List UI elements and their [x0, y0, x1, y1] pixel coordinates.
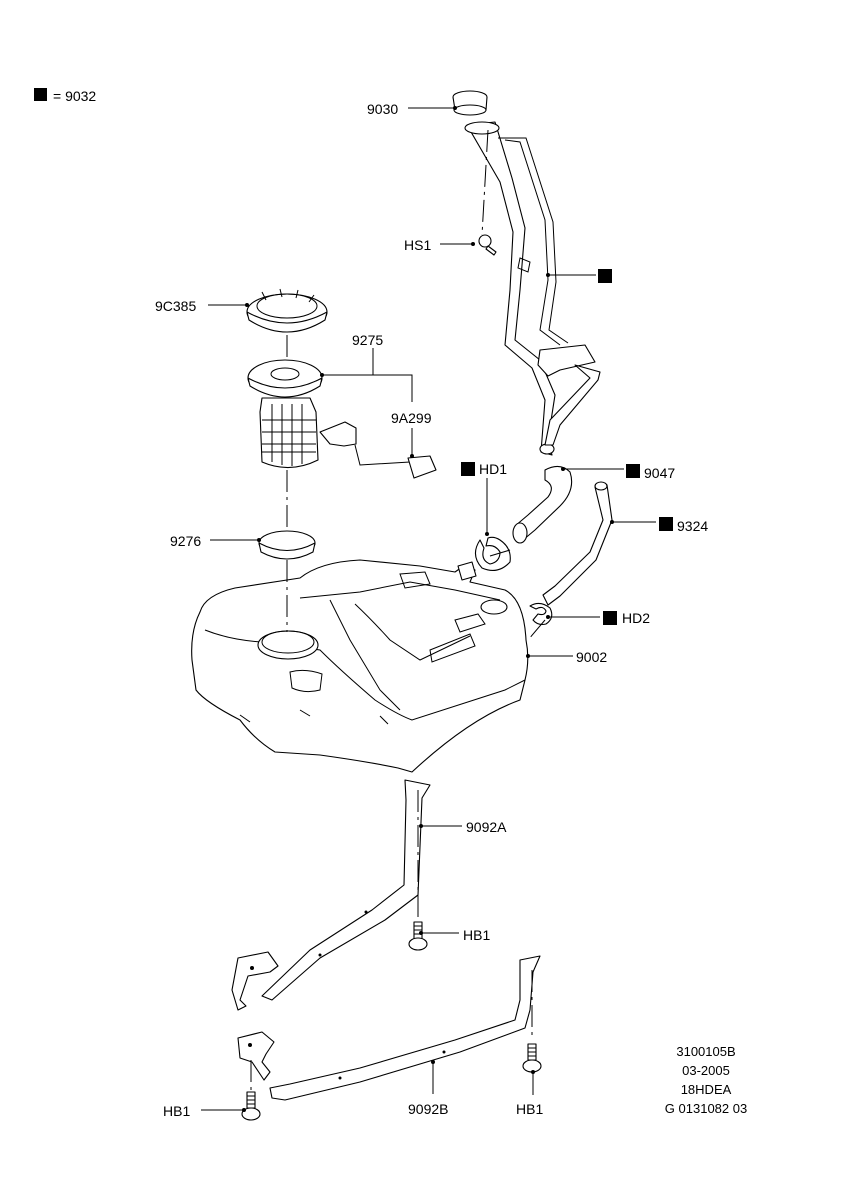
- drawing-reference: 3100105B 03-2005 18HDEA G 0131082 03: [665, 1044, 747, 1116]
- label-9275: 9275: [352, 332, 383, 348]
- label-9030: 9030: [367, 101, 398, 117]
- marker-squares: [461, 269, 673, 625]
- clip-hd1: [474, 536, 511, 571]
- label-9092a: 9092A: [466, 819, 507, 835]
- label-9324: 9324: [677, 518, 708, 534]
- fuel-tank: [191, 559, 529, 773]
- hose-9324: [542, 481, 613, 606]
- reference-line-4: G 0131082 03: [665, 1101, 747, 1116]
- filler-pipe: [464, 121, 601, 456]
- marker-9324-square-icon: [659, 517, 673, 531]
- label-hb1-upper: HB1: [463, 927, 490, 943]
- legend: = 9032: [34, 88, 96, 104]
- hose-9047: [512, 465, 573, 544]
- reference-line-3: 18HDEA: [681, 1082, 732, 1097]
- bolt-hb1-right: [522, 1043, 542, 1073]
- marker-9032-filler-square-icon: [598, 269, 612, 283]
- bolt-hb1-left: [241, 1091, 261, 1121]
- label-9a299: 9A299: [391, 410, 432, 426]
- fuel-pump-module: [247, 359, 437, 479]
- reference-line-2: 03-2005: [682, 1063, 730, 1078]
- label-hd1: HD1: [479, 461, 507, 477]
- lock-ring: [246, 288, 328, 333]
- callout-labels: 9030 HS1 9C385 9275 9A299 HD1 9047 9324 …: [155, 101, 708, 1119]
- strap-9092a: [231, 779, 431, 1011]
- leader-lines: [201, 106, 656, 1112]
- label-9047: 9047: [644, 465, 675, 481]
- label-hb1-left: HB1: [163, 1103, 190, 1119]
- legend-square-icon: [34, 88, 47, 101]
- bolt-hs1: [478, 234, 497, 256]
- bolt-hb1-upper: [408, 921, 428, 951]
- label-hb1-right: HB1: [516, 1101, 543, 1117]
- assembly-lines: [250, 129, 546, 1090]
- marker-hd2-square-icon: [603, 611, 617, 625]
- filler-cap: [452, 90, 488, 116]
- clip-hd2: [529, 602, 553, 626]
- reference-line-1: 3100105B: [676, 1044, 735, 1059]
- legend-text: = 9032: [53, 88, 96, 104]
- label-9092b: 9092B: [408, 1101, 448, 1117]
- label-9002: 9002: [576, 649, 607, 665]
- label-hd2: HD2: [622, 610, 650, 626]
- marker-hd1-square-icon: [461, 462, 475, 476]
- label-9276: 9276: [170, 533, 201, 549]
- label-hs1: HS1: [404, 237, 431, 253]
- marker-9047-square-icon: [626, 464, 640, 478]
- label-9c385: 9C385: [155, 298, 196, 314]
- pump-seal: [258, 530, 316, 560]
